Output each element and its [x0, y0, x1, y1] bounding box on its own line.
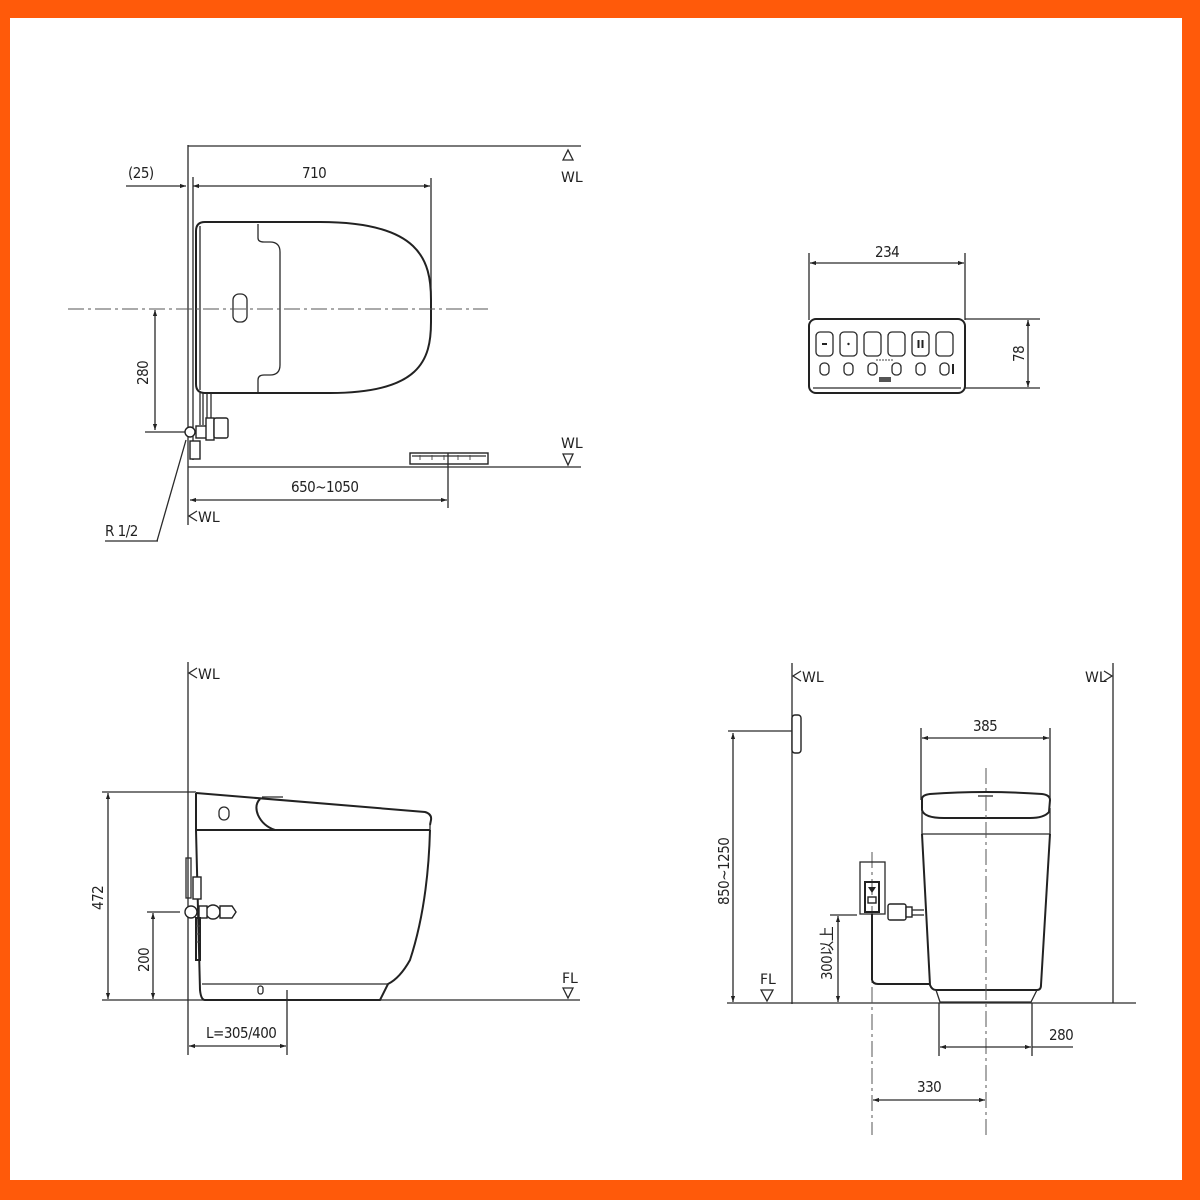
power-outlet-box: [859, 852, 930, 1135]
wall-remote-side: [791, 714, 802, 754]
remote-dot-button: [839, 331, 858, 357]
dim-rough-in: L=305/400: [206, 1024, 276, 1042]
dim-inlet-200: 200: [135, 948, 153, 972]
wl-label-bottom: WL: [561, 436, 583, 452]
wl-marker-top: WL: [561, 148, 583, 186]
water-valve-front: [887, 903, 924, 921]
remote-button-4: [887, 331, 906, 357]
water-valve-side: [184, 857, 237, 961]
dim-remote-width: 234: [875, 243, 899, 261]
wl-label-top: WL: [561, 170, 583, 186]
wl-marker-bottom: WL: [561, 436, 583, 467]
wl-label-left: WL: [198, 510, 220, 526]
side-elevation-view: WL FL: [89, 662, 580, 1055]
dim-pipe-280: 280: [134, 361, 152, 385]
front-wl-label-right: WL: [1085, 670, 1107, 686]
dim-drain-650-1050: 650~1050: [291, 478, 358, 496]
remote-button-3: [863, 331, 882, 357]
front-elevation-view: WL WL FL 850~1250 385: [715, 663, 1136, 1135]
front-fl-label: FL: [760, 972, 776, 988]
dim-outlet-300: 300以上: [818, 926, 836, 980]
water-valve-plan: [184, 393, 229, 460]
remote-pause-button: [911, 331, 930, 357]
plan-view: WL WL (25) 710 280: [68, 145, 583, 542]
floor-drain-plan: [409, 452, 489, 508]
remote-control-view: 234 78: [808, 243, 1040, 394]
dim-remote-mount-height: 850~1250: [715, 838, 733, 905]
dim-foot-spacing-280: 280: [1049, 1026, 1073, 1044]
dim-height-472: 472: [89, 886, 107, 910]
dim-remote-height: 78: [1010, 346, 1028, 362]
remote-button-row-top: [815, 331, 954, 357]
remote-button-6: [935, 331, 954, 357]
remote-button-row-bottom: [819, 359, 954, 382]
remote-stop-button: [815, 331, 834, 357]
front-wl-label-left: WL: [802, 670, 824, 686]
dim-outlet-offset-330: 330: [917, 1078, 941, 1096]
side-fl-label: FL: [562, 971, 578, 987]
dim-offset-25: (25): [128, 164, 154, 182]
dim-length-710: 710: [302, 164, 326, 182]
drawing-sheet: [10, 18, 1182, 1180]
dim-width-385: 385: [973, 717, 997, 735]
pipe-thread-label: R 1/2: [105, 522, 138, 540]
side-wl-label: WL: [198, 667, 220, 683]
